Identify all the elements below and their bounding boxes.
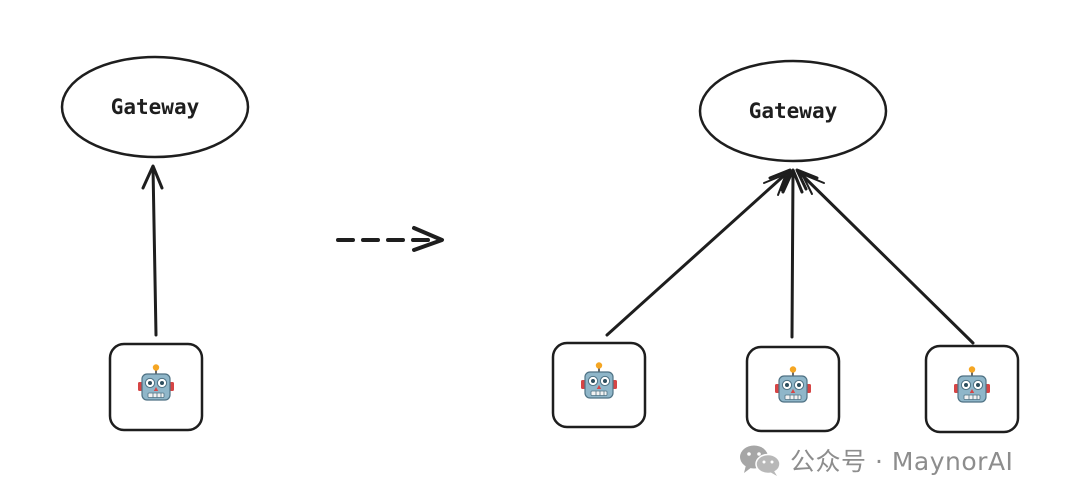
right-agent-node-1 [551, 341, 647, 429]
watermark: 公众号 · MaynorAI [738, 440, 1013, 480]
right-agent-node-2 [745, 345, 841, 433]
left-gateway-node: Gateway [60, 55, 250, 159]
right-agent-node-3 [924, 344, 1020, 434]
right-gateway-label: Gateway [749, 99, 838, 123]
robot-icon [580, 361, 618, 399]
left-agent-node [108, 342, 204, 432]
wechat-icon [740, 445, 781, 476]
robot-icon [774, 365, 812, 403]
watermark-text: 公众号 · MaynorAI [790, 447, 1014, 476]
right-connector-arrow-1 [605, 168, 792, 337]
right-connector-arrow-3 [795, 168, 975, 345]
left-gateway-label: Gateway [111, 95, 200, 119]
transition-arrow [336, 226, 444, 252]
robot-icon [137, 363, 175, 401]
right-connector-arrow-2 [781, 168, 804, 339]
left-connector-arrow [141, 164, 164, 337]
robot-icon [953, 365, 991, 403]
right-gateway-node: Gateway [698, 59, 888, 163]
